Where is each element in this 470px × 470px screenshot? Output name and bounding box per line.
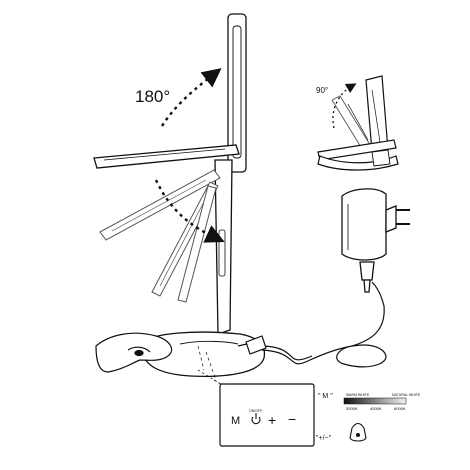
lamp-base — [141, 331, 266, 381]
power-cable — [261, 281, 387, 368]
legend-natural-label: NATURAL WHITE — [392, 393, 421, 397]
tilt-arrow — [332, 83, 357, 129]
legend-tick-3000: 3000K — [346, 406, 358, 411]
tilt-label: 90° — [316, 86, 328, 95]
key-on-off-label: ON/OFF — [249, 409, 262, 413]
lamp-head-ghost-1 — [99, 169, 221, 241]
tilt-inset — [317, 75, 399, 171]
rotation-label: 180° — [135, 87, 170, 106]
cct-gradient-bar — [343, 397, 407, 405]
legend-pm-caption: "+/−" — [316, 435, 332, 442]
lamp-head-ghost-3 — [177, 185, 217, 303]
rotation-arrow — [154, 68, 225, 243]
power-adapter — [341, 188, 410, 293]
lamp-main — [93, 13, 266, 381]
panel-callout-lines — [197, 369, 225, 387]
brightness-icon — [349, 422, 367, 442]
dc-connector — [237, 335, 267, 355]
legend-tick-4000: 4000K — [370, 406, 382, 411]
lamp-head-upright — [227, 13, 247, 173]
power-icon — [251, 413, 261, 425]
legend-warm-label: WARM WHITE — [346, 393, 370, 397]
legend-m-caption: " M " — [318, 393, 333, 400]
legend-tick-6000: 6000K — [394, 406, 406, 411]
hand-touch — [95, 332, 173, 373]
touch-panel — [219, 383, 315, 447]
lamp-head-horizontal — [93, 144, 240, 169]
key-minus: − — [288, 411, 296, 427]
key-plus: + — [268, 412, 276, 428]
key-m: M — [231, 415, 240, 427]
